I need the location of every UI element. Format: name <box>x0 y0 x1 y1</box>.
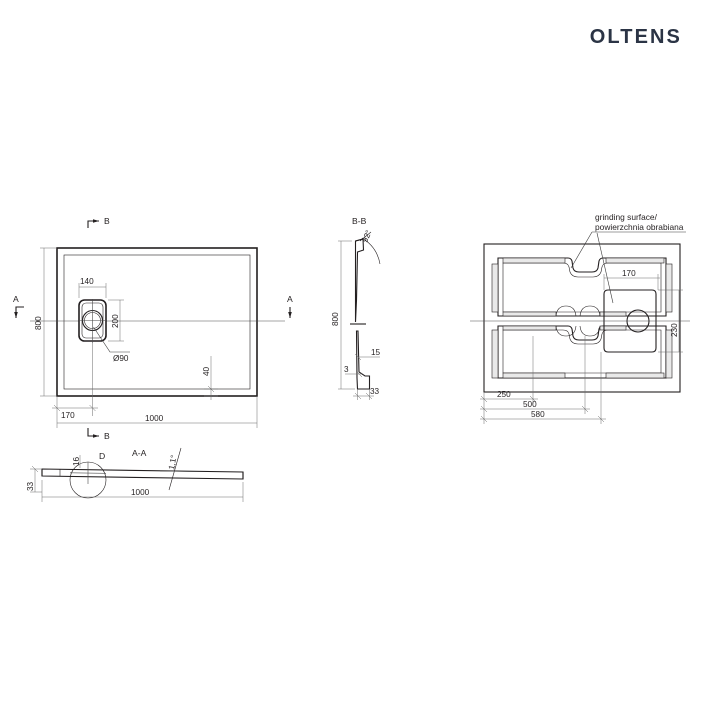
dimension-label-500-bottom: 500 <box>523 400 537 409</box>
dimension-3-bb: 3 <box>344 365 363 378</box>
bottom-rail-left-lower <box>491 329 499 379</box>
dimension-label-1000-aa: 1000 <box>131 488 150 497</box>
bottom-rail-bottom-right <box>605 372 665 379</box>
section-bb-lower-profile <box>355 330 371 390</box>
dimension-1000-aa: 1000 <box>41 480 244 502</box>
drain-assembly-plan <box>78 299 107 343</box>
dimension-label-33-bb: 33 <box>370 387 380 396</box>
section-bb-title: B-B <box>352 216 367 226</box>
dimension-label-800-plan: 800 <box>34 316 43 330</box>
section-label-a-right: A <box>287 294 293 304</box>
dimension-230-bottom: 230 <box>658 289 683 353</box>
dimension-label-580-bottom: 580 <box>531 410 545 419</box>
bottom-rail-mid-upper-left <box>502 311 557 317</box>
section-label-b-bottom: B <box>104 431 110 441</box>
dimension-33-bb: 33 <box>353 387 380 400</box>
dimension-label-800-bb: 800 <box>331 312 340 326</box>
dimension-580-bottom: 580 <box>480 352 606 424</box>
section-mark-b-bottom: B <box>87 428 110 441</box>
section-mark-a-left: A <box>13 294 24 318</box>
dimension-40-plan: 40 <box>202 356 218 400</box>
dimension-label-230-bottom: 230 <box>670 323 679 337</box>
callout-label-diameter-90: Ø90 <box>113 354 129 363</box>
section-mark-a-right: A <box>287 294 293 318</box>
bottom-drain-pad <box>603 289 657 353</box>
section-mark-b-top: B <box>87 216 110 228</box>
bottom-lobe-lower-2 <box>579 325 601 337</box>
dimension-label-170-plan: 170 <box>61 411 75 420</box>
section-aa-title: A-A <box>132 448 147 458</box>
annotation-grinding-surface: grinding surface/ powierzchnia obrabiana <box>570 212 686 304</box>
dimension-label-250-bottom: 250 <box>497 390 511 399</box>
bottom-lobe-upper-1 <box>555 305 577 317</box>
dimension-200: 200 <box>108 299 124 342</box>
bottom-rail-mid-lower-left <box>502 325 557 331</box>
callout-angle-92: 92° <box>359 229 381 265</box>
dimension-800-plan: 800 <box>34 247 57 397</box>
bottom-rail-right-lower <box>665 329 673 379</box>
callout-label-angle-1-1: 1,1° <box>167 454 178 470</box>
bb-lower-body <box>355 330 371 390</box>
dimension-500-bottom: 500 <box>480 336 590 414</box>
dimension-170-bottom: 170 <box>603 269 660 290</box>
plan-view-group: B B A A <box>13 216 293 441</box>
bottom-rail-top-left <box>502 257 566 264</box>
annotation-line-2: powierzchnia obrabiana <box>595 222 684 232</box>
dimension-label-1000-plan: 1000 <box>145 414 164 423</box>
dimension-label-3-bb: 3 <box>344 365 349 374</box>
annotation-leader-1 <box>570 231 593 269</box>
bottom-lobe-lower-1 <box>555 325 577 337</box>
annotation-leader-2 <box>596 232 614 304</box>
bottom-rib-upper-inner <box>502 262 662 313</box>
detail-label-d: D <box>99 451 105 461</box>
dimension-label-33-aa: 33 <box>26 481 35 491</box>
dimension-label-140: 140 <box>80 277 94 286</box>
annotation-line-1: grinding surface/ <box>595 212 658 222</box>
dimension-label-200: 200 <box>111 314 120 328</box>
dimension-1000-plan: 1000 <box>56 396 258 428</box>
dimension-16-aa: 16 <box>72 455 81 468</box>
bottom-view-group: grinding surface/ powierzchnia obrabiana… <box>470 212 690 424</box>
dimension-label-15-bb: 15 <box>371 348 381 357</box>
bottom-rail-bottom-left <box>502 372 566 379</box>
dimension-140: 140 <box>78 277 107 298</box>
callout-angle-1-1: 1,1° <box>159 447 197 491</box>
bottom-rail-top-right <box>605 257 665 264</box>
bottom-lobe-upper-2 <box>579 305 601 317</box>
bottom-rail-right-upper <box>665 263 673 313</box>
callout-diameter-90: Ø90 <box>93 326 130 363</box>
section-label-b-top: B <box>104 216 110 226</box>
dimension-800-bb: 800 <box>331 240 355 390</box>
oltens-logo: OLTENS <box>589 26 682 48</box>
dimension-label-40-plan: 40 <box>202 366 211 376</box>
bottom-rib-lower-inner <box>502 329 662 374</box>
section-aa-group: A-A D 16 1,1° <box>26 447 244 502</box>
dimension-label-170-bottom: 170 <box>622 269 636 278</box>
bb-upper-body <box>354 238 365 323</box>
aa-slab-profile <box>41 468 244 480</box>
bottom-view-outer-block <box>483 243 681 393</box>
dimension-label-16-aa: 16 <box>72 456 81 466</box>
bottom-rail-left-upper <box>491 263 499 313</box>
bottom-cavity-upper <box>497 257 667 317</box>
dimension-170-plan: 170 <box>52 343 98 420</box>
dimension-15-bb: 15 <box>354 348 381 361</box>
dimension-250-bottom: 250 <box>480 336 538 404</box>
section-label-a-left: A <box>13 294 19 304</box>
section-bb-upper-profile <box>354 238 365 323</box>
callout-label-angle-92: 92° <box>361 229 374 244</box>
dimension-33-aa: 33 <box>26 465 42 493</box>
section-bb-group: B-B 92° 800 <box>331 216 381 400</box>
tray-inner-edge <box>63 254 251 390</box>
